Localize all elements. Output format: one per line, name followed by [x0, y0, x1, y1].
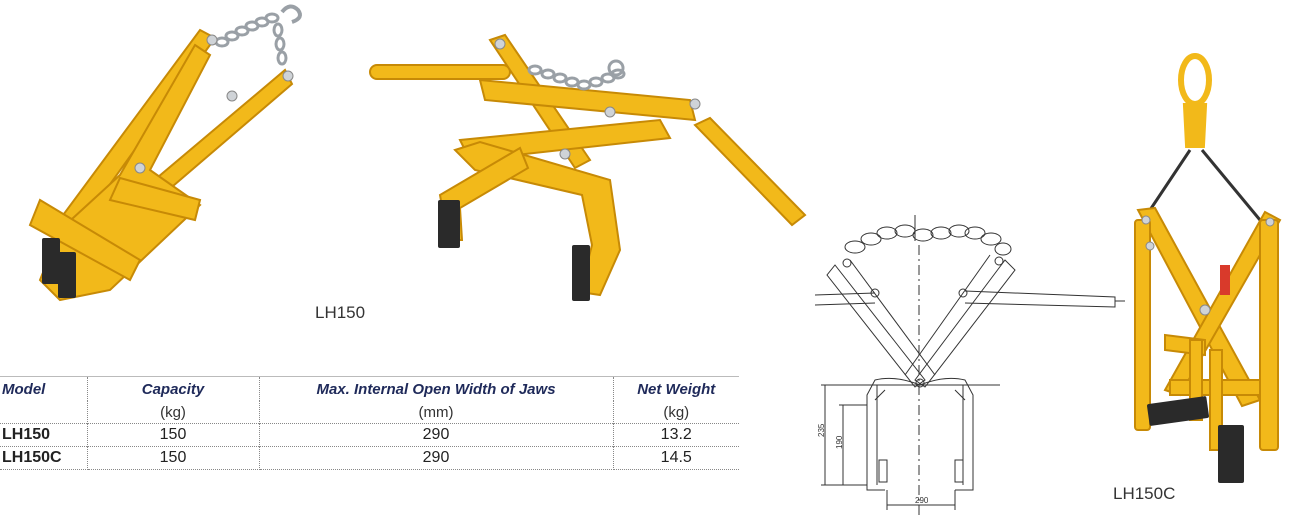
cell-model: LH150 [0, 423, 88, 447]
col-header-width: Max. Internal Open Width of Jaws [259, 377, 614, 401]
lh150c-photo [1134, 53, 1282, 483]
cell-width: 290 [259, 423, 614, 447]
technical-drawing: 235 190 290 [815, 215, 1125, 516]
cell-weight: 14.5 [613, 446, 739, 470]
lh150-photo-left [28, 4, 302, 302]
table-unit-row: (kg) (mm) (kg) [0, 401, 739, 424]
spec-table: Model Capacity Max. Internal Open Width … [0, 377, 739, 470]
cell-weight: 13.2 [613, 423, 739, 447]
table-row: LH150 150 290 13.2 [0, 423, 739, 447]
lh150c-caption: LH150C [1113, 484, 1176, 503]
cell-width: 290 [259, 446, 614, 470]
dim-width-label: 290 [915, 496, 929, 505]
dim-overall-label: 235 [817, 423, 826, 437]
unit-model [0, 401, 88, 424]
lh150-photo-open [369, 33, 807, 301]
cell-capacity: 150 [87, 423, 260, 447]
dim-inner-label: 190 [835, 435, 844, 449]
unit-width: (mm) [259, 401, 614, 424]
cell-model: LH150C [0, 446, 88, 470]
unit-capacity: (kg) [87, 401, 260, 424]
col-header-model: Model [0, 377, 88, 401]
col-header-capacity: Capacity [87, 377, 260, 401]
table-row: LH150C 150 290 14.5 [0, 446, 739, 470]
table-header-row: Model Capacity Max. Internal Open Width … [0, 377, 739, 401]
col-header-weight: Net Weight [613, 377, 739, 401]
lh150-caption: LH150 [315, 303, 366, 322]
chain-icon [214, 4, 302, 66]
cell-capacity: 150 [87, 446, 260, 470]
header-divider [0, 376, 739, 377]
unit-weight: (kg) [613, 401, 739, 424]
chain-icon [844, 215, 1012, 256]
